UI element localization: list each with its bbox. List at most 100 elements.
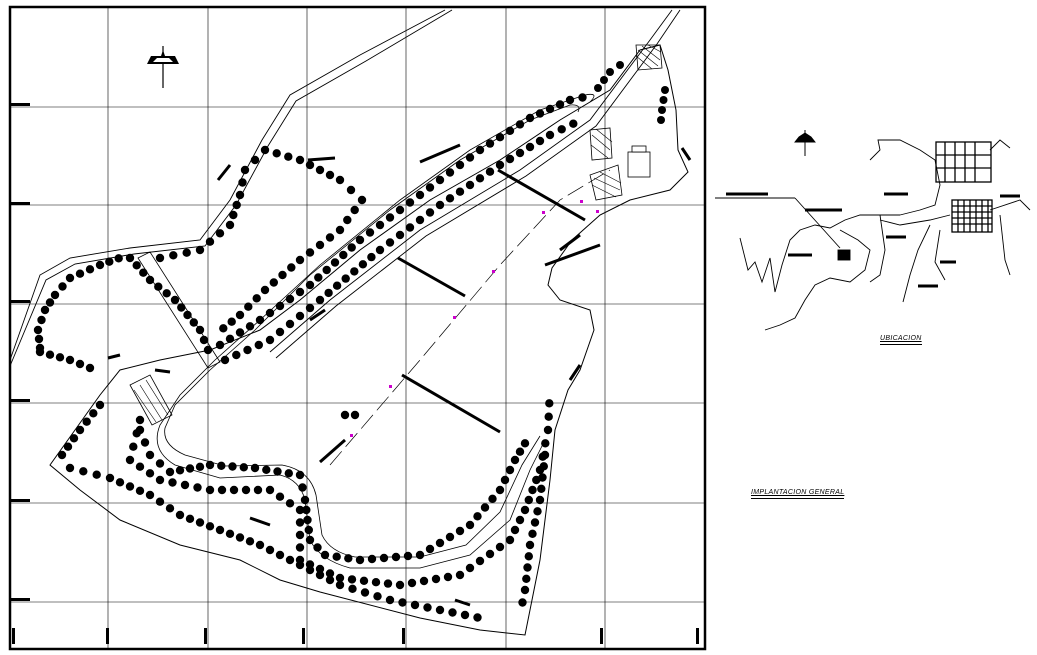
tree: [350, 205, 359, 215]
tree: [357, 195, 367, 205]
tree: [75, 359, 85, 369]
tree: [250, 463, 260, 473]
tree: [473, 512, 482, 521]
tree: [332, 281, 342, 290]
tree: [132, 429, 141, 438]
tree: [85, 265, 95, 274]
tree: [33, 325, 43, 335]
service-line: [329, 169, 611, 466]
tree: [205, 237, 215, 246]
tree: [431, 574, 441, 584]
tree: [229, 210, 238, 220]
tree: [79, 467, 88, 476]
tree: [295, 470, 305, 480]
tree: [155, 459, 165, 468]
grid-ticks: [10, 103, 699, 644]
tree: [273, 467, 282, 476]
tree: [238, 178, 247, 187]
tree: [305, 160, 315, 170]
tree: [435, 175, 445, 185]
tree: [448, 608, 457, 617]
tree: [385, 595, 395, 605]
tree: [168, 478, 177, 487]
tree: [89, 409, 98, 418]
tree: [285, 319, 295, 329]
tree: [235, 533, 245, 542]
tree: [315, 295, 325, 305]
tree: [228, 462, 237, 471]
tree: [75, 269, 85, 278]
tree: [227, 317, 236, 326]
tree: [285, 294, 295, 304]
tree: [105, 257, 114, 266]
tree: [303, 515, 312, 525]
tree: [485, 139, 495, 148]
tree: [455, 187, 465, 196]
location-map-title: UBICACION: [880, 335, 922, 345]
tree: [435, 605, 445, 615]
tree: [252, 294, 261, 303]
tree: [435, 200, 445, 210]
tree: [295, 543, 305, 552]
tree: [335, 225, 345, 235]
tree: [346, 185, 356, 195]
tree: [522, 574, 531, 583]
tree: [300, 495, 310, 505]
tree: [539, 462, 548, 471]
tree: [232, 350, 241, 360]
tree: [455, 570, 465, 580]
tree: [295, 255, 305, 265]
tree: [325, 170, 335, 180]
tree: [350, 267, 359, 276]
tree: [525, 142, 535, 152]
tree: [385, 213, 395, 222]
tree: [600, 76, 608, 84]
tree: [538, 473, 547, 482]
tree: [145, 469, 155, 478]
tree: [177, 303, 186, 312]
tree: [495, 485, 505, 495]
tree: [260, 145, 270, 155]
grid-tick: [10, 499, 30, 502]
tree: [415, 215, 425, 225]
tree: [515, 120, 525, 129]
tree: [219, 324, 228, 333]
grid-tick: [106, 628, 109, 644]
tree: [465, 520, 475, 530]
tree: [473, 613, 482, 622]
tree: [295, 311, 305, 321]
tree: [40, 305, 50, 315]
tree: [69, 434, 79, 443]
tree: [145, 275, 155, 285]
tree: [475, 145, 485, 155]
tree: [332, 552, 341, 561]
tree: [535, 109, 545, 118]
tree: [284, 152, 293, 161]
tree: [135, 415, 145, 425]
grid-tick: [10, 103, 30, 106]
tree: [375, 220, 385, 230]
tree: [525, 113, 535, 123]
tree: [557, 125, 566, 134]
tree: [105, 473, 115, 483]
tree: [475, 556, 485, 566]
tree: [555, 100, 565, 109]
tree: [114, 254, 123, 263]
tree: [445, 194, 455, 203]
tree: [325, 233, 335, 242]
tree: [65, 273, 75, 283]
tree: [305, 280, 315, 290]
tree: [305, 535, 315, 545]
tree: [355, 235, 365, 245]
tree: [535, 495, 545, 505]
tree: [115, 478, 125, 487]
tree: [37, 315, 46, 325]
tree: [175, 466, 185, 475]
tree: [515, 447, 525, 456]
tree: [520, 585, 530, 595]
tree: [265, 335, 275, 345]
tree: [65, 355, 75, 365]
tree: [205, 522, 215, 531]
tree: [169, 251, 178, 260]
tree: [260, 285, 270, 295]
